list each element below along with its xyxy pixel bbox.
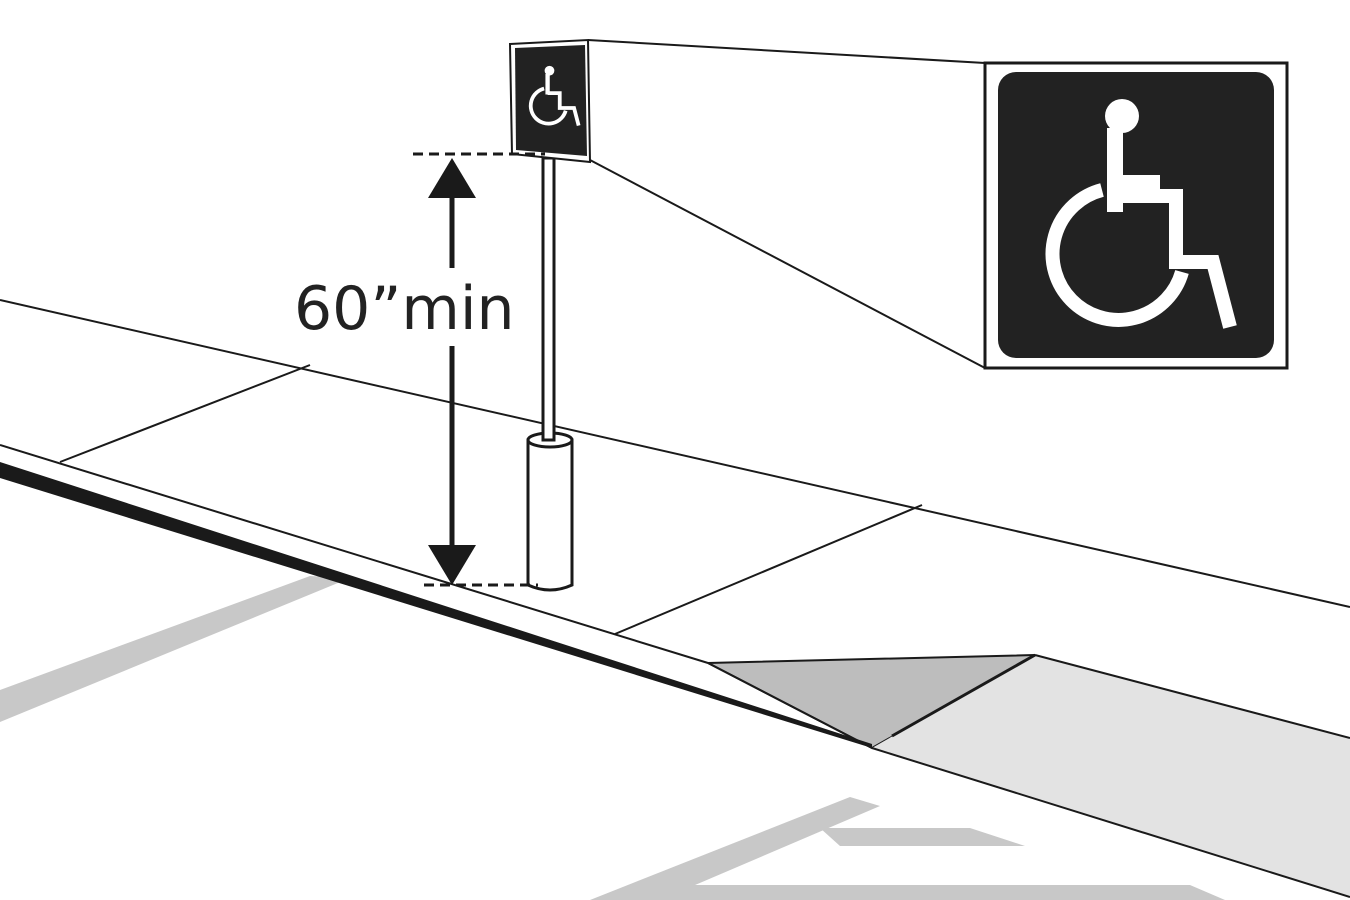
access-aisle-hatching xyxy=(590,797,1225,900)
sign-wheelchair-icon xyxy=(528,65,581,127)
dimension-arrow-down xyxy=(428,545,476,585)
curb-ramp-landing xyxy=(872,655,1350,897)
wheelchair-accessibility-icon xyxy=(1045,99,1237,329)
magnified-sign-callout xyxy=(983,61,1289,370)
accessible-parking-sign xyxy=(508,38,592,164)
sidewalk-back-edge xyxy=(0,299,1350,608)
sidewalk-joint-2 xyxy=(614,504,923,635)
curb-ramp-bottom xyxy=(871,747,1350,898)
curb-ramp-edge xyxy=(1034,654,1350,739)
curb-top-edge xyxy=(0,444,709,664)
curb-ramp-side xyxy=(707,662,873,749)
sign-post xyxy=(541,156,556,442)
magnifier-leader-top xyxy=(587,39,986,64)
curb-ramp-fold xyxy=(891,653,1036,738)
curb-face xyxy=(0,462,872,748)
sidewalk-joint-1 xyxy=(59,364,311,463)
sign-post-base xyxy=(526,431,574,592)
magnifier-leader-bottom xyxy=(589,159,986,369)
pavement-stripe-left xyxy=(0,576,350,722)
dimension-arrow-up xyxy=(428,158,476,198)
height-dimension: 60”min xyxy=(294,152,545,587)
dimension-label-background xyxy=(300,268,510,346)
dimension-label: 60”min xyxy=(294,274,515,344)
